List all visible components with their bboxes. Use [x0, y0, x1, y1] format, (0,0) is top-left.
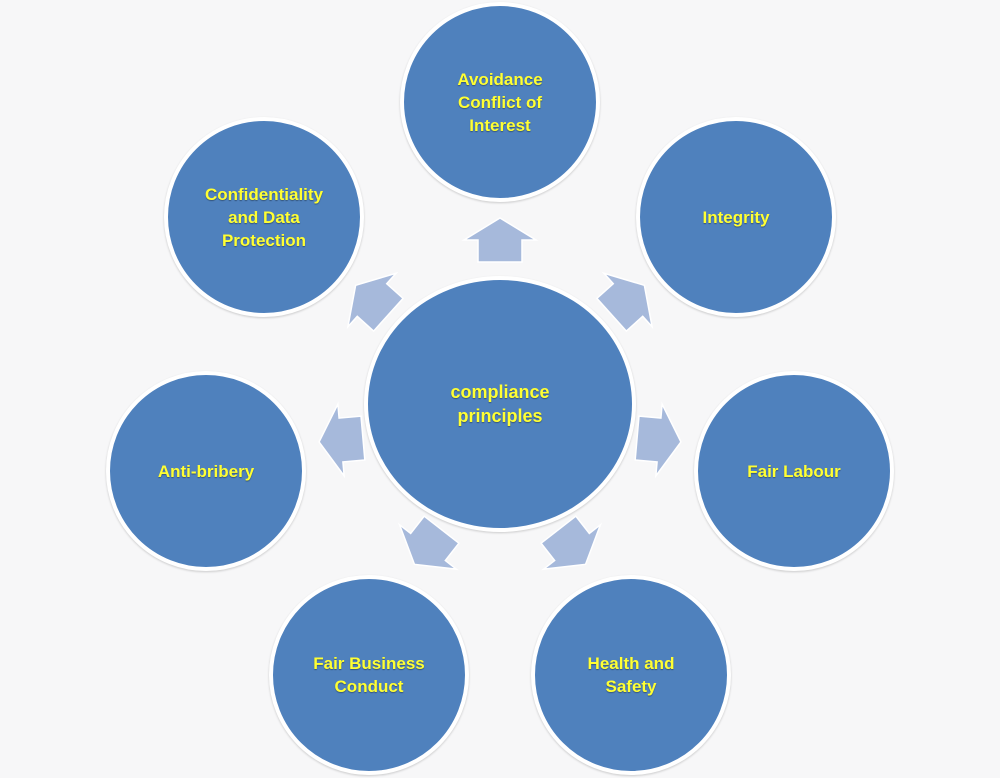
arrow-to-fair-labour — [634, 401, 682, 479]
node-fair-business-conduct: Fair Business Conduct — [269, 575, 469, 775]
node-label: Health and Safety — [587, 654, 675, 696]
node-label: Fair Labour — [747, 461, 841, 481]
arrow-to-anti-bribery — [318, 401, 366, 479]
node-integrity: Integrity — [636, 117, 836, 317]
node-label: Confidentiality and Data Protection — [204, 184, 324, 250]
node-confidentiality-and-data-protection: Confidentiality and Data Protection — [164, 117, 364, 317]
center-label: compliance principles — [450, 382, 550, 426]
node-health-and-safety: Health and Safety — [531, 575, 731, 775]
arrow-to-avoidance — [461, 217, 539, 263]
node-avoidance-conflict-of-interest: Avoidance Conflict of Interest — [400, 2, 600, 202]
center-node-compliance-principles: compliance principles — [364, 276, 636, 532]
node-fair-labour: Fair Labour — [694, 371, 894, 571]
node-anti-bribery: Anti-bribery — [106, 371, 306, 571]
node-label: Anti-bribery — [157, 461, 255, 481]
node-label: Integrity — [702, 207, 770, 227]
node-label: Avoidance Conflict of Interest — [457, 69, 543, 135]
node-label: Fair Business Conduct — [313, 654, 425, 696]
